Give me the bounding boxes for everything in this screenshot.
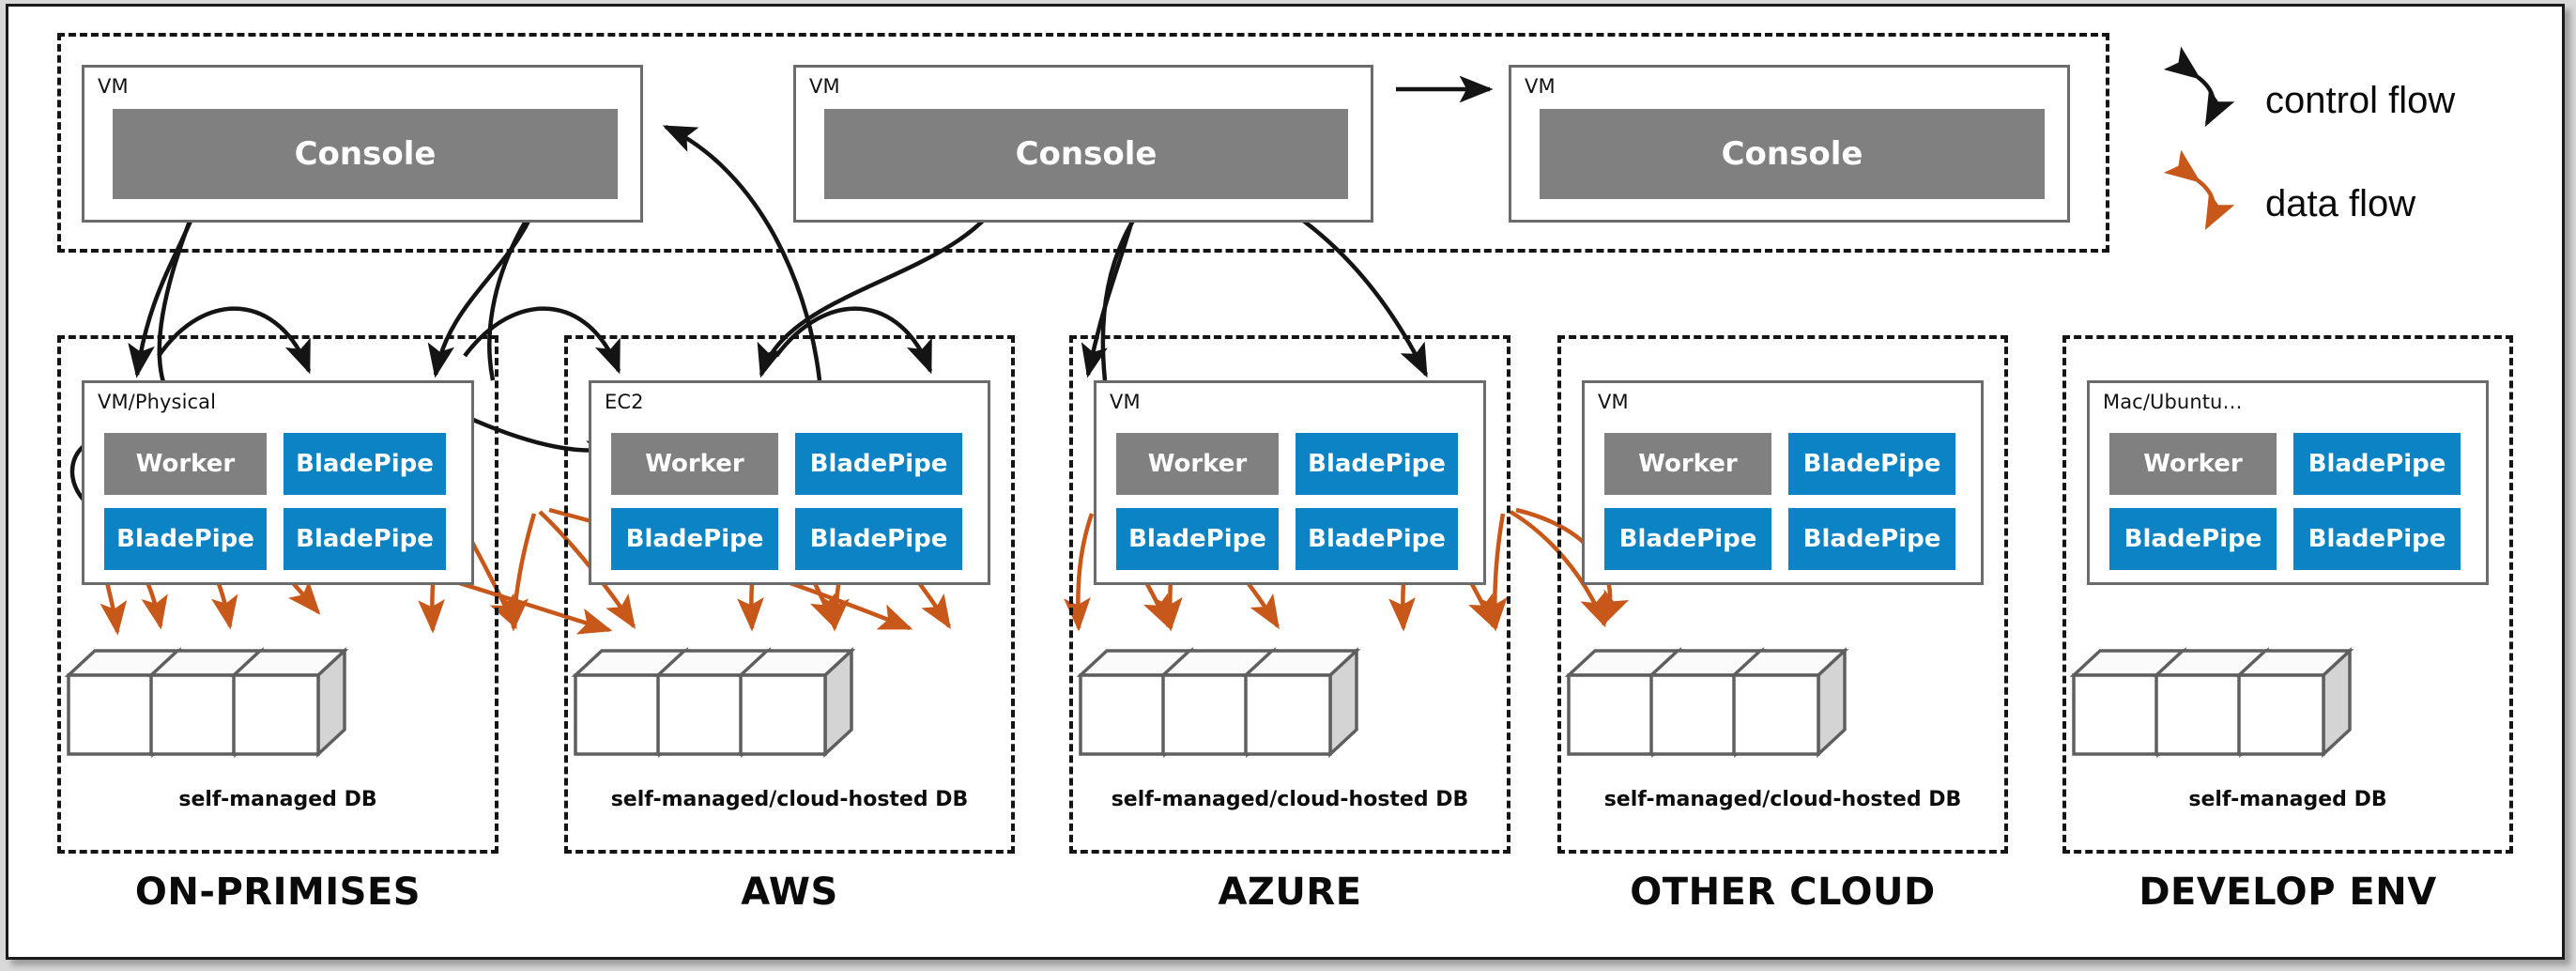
console-vm-box-3: VM Console <box>1509 65 2070 223</box>
host-label-2: VM <box>1110 391 1141 413</box>
database-cube-0-2 <box>229 646 349 759</box>
worker-node-2-0[interactable]: Worker <box>1116 433 1279 495</box>
host-label-1: EC2 <box>605 391 644 413</box>
environment-group-4 <box>2062 335 2513 854</box>
console-vm-label-2: VM <box>809 75 840 98</box>
worker-node-4-0[interactable]: Worker <box>2109 433 2277 495</box>
bladepipe-node-4-3[interactable]: BladePipe <box>2293 508 2461 570</box>
data-pipe2b-to-db2b <box>501 513 537 632</box>
bladepipe-node-2-3[interactable]: BladePipe <box>1296 508 1458 570</box>
database-cube-4-2 <box>2234 646 2354 759</box>
database-cube-3-2 <box>1729 646 1849 759</box>
bladepipe-node-4-1[interactable]: BladePipe <box>2293 433 2461 495</box>
db-caption-2: self-managed/cloud-hosted DB <box>1111 788 1469 811</box>
legend-label-data-flow: data flow <box>2265 183 2416 224</box>
environment-group-0 <box>57 335 498 854</box>
worker-node-3-0[interactable]: Worker <box>1604 433 1771 495</box>
database-cube-2-2 <box>1241 646 1361 759</box>
bladepipe-node-2-2[interactable]: BladePipe <box>1116 508 1279 570</box>
group-title-2: AZURE <box>1218 871 1362 914</box>
group-title-4: DEVELOP ENV <box>2139 871 2437 914</box>
console-vm-label-3: VM <box>1525 75 1556 98</box>
legend-label-control-flow: control flow <box>2265 80 2456 121</box>
environment-group-2 <box>1069 335 1510 854</box>
group-title-3: OTHER CLOUD <box>1630 871 1936 914</box>
db-caption-0: self-managed DB <box>178 788 377 811</box>
host-label-3: VM <box>1598 391 1629 413</box>
worker-node-0-0[interactable]: Worker <box>104 433 267 495</box>
legend-data-flow-icon <box>2163 149 2235 230</box>
bladepipe-node-2-1[interactable]: BladePipe <box>1296 433 1458 495</box>
bladepipe-node-3-2[interactable]: BladePipe <box>1604 508 1771 570</box>
console-vm-label-1: VM <box>98 75 129 98</box>
bladepipe-node-1-2[interactable]: BladePipe <box>611 508 778 570</box>
bladepipe-node-1-3[interactable]: BladePipe <box>795 508 962 570</box>
console-vm-box-2: VM Console <box>793 65 1373 223</box>
db-caption-1: self-managed/cloud-hosted DB <box>610 788 969 811</box>
diagram-frame: VM Console VM Console VM Console <box>6 4 2565 960</box>
host-label-0: VM/Physical <box>98 391 217 413</box>
console-band-group <box>57 33 2109 253</box>
bladepipe-node-3-3[interactable]: BladePipe <box>1788 508 1955 570</box>
group-title-1: AWS <box>741 871 838 914</box>
console-vm-box-1: VM Console <box>82 65 643 223</box>
db-caption-4: self-managed DB <box>2188 788 2387 811</box>
console-node-2[interactable]: Console <box>824 109 1348 199</box>
bladepipe-node-4-2[interactable]: BladePipe <box>2109 508 2277 570</box>
legend-control-flow-icon <box>2163 46 2235 127</box>
console-node-1[interactable]: Console <box>113 109 618 199</box>
group-title-0: ON-PRIMISES <box>134 871 422 914</box>
environment-group-1 <box>564 335 1015 854</box>
database-cube-1-2 <box>736 646 856 759</box>
bladepipe-node-3-1[interactable]: BladePipe <box>1788 433 1955 495</box>
console-node-3[interactable]: Console <box>1540 109 2045 199</box>
database-cube-4-1 <box>2152 646 2272 759</box>
bladepipe-node-0-2[interactable]: BladePipe <box>104 508 267 570</box>
bladepipe-node-0-1[interactable]: BladePipe <box>284 433 446 495</box>
db-caption-3: self-managed/cloud-hosted DB <box>1603 788 1962 811</box>
environment-group-3 <box>1557 335 2008 854</box>
bladepipe-node-0-3[interactable]: BladePipe <box>284 508 446 570</box>
worker-node-1-0[interactable]: Worker <box>611 433 778 495</box>
host-label-4: Mac/Ubuntu… <box>2103 391 2243 413</box>
bladepipe-node-1-1[interactable]: BladePipe <box>795 433 962 495</box>
